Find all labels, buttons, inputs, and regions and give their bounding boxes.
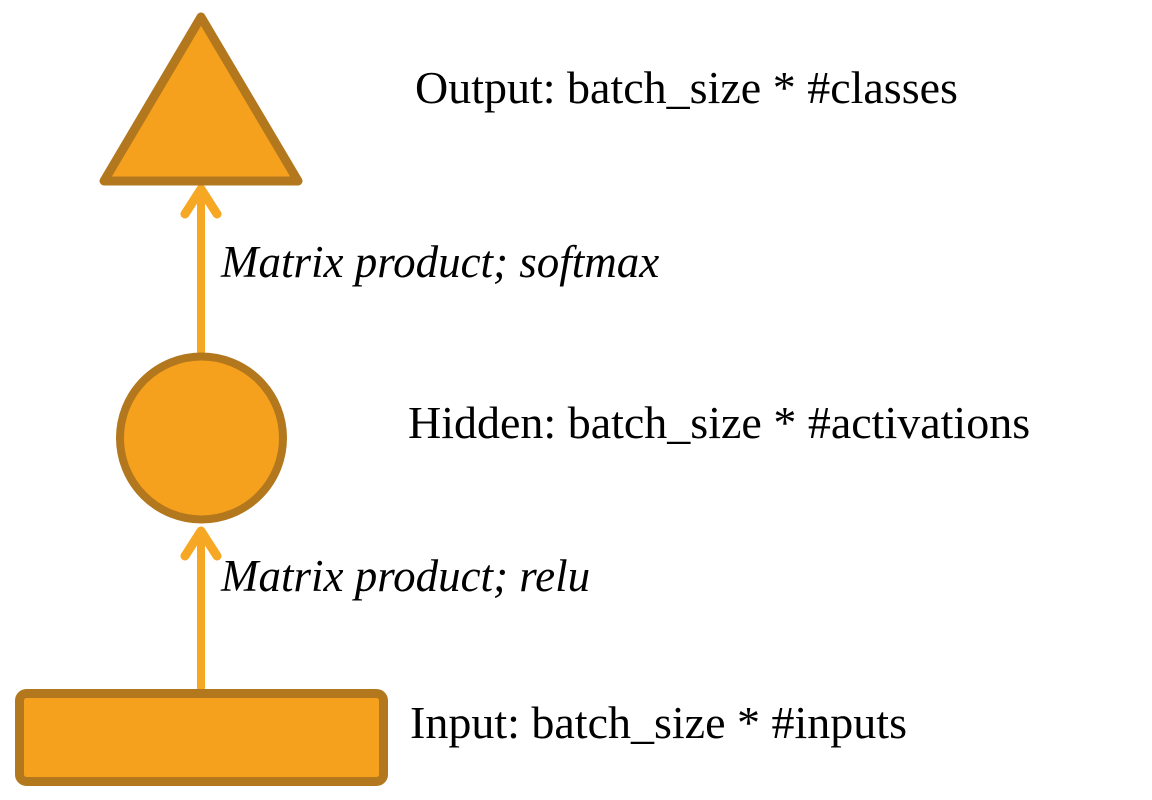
- arrow-head-icon: [180, 526, 222, 561]
- input-node-label: Input: batch_size * #inputs: [410, 697, 907, 748]
- hidden-node-label: Hidden: batch_size * #activations: [408, 397, 1031, 448]
- hidden-node-circle: [116, 352, 287, 524]
- output-node-triangle: [99, 12, 303, 186]
- arrow-head-icon: [180, 184, 222, 219]
- output-node-label: Output: batch_size * #classes: [415, 62, 958, 113]
- edge-label-relu: Matrix product; relu: [221, 551, 591, 601]
- edge-label-softmax: Matrix product; softmax: [221, 237, 660, 287]
- arrow-input-to-hidden: [180, 526, 222, 692]
- input-node-rectangle: [15, 689, 388, 786]
- arrow-hidden-to-output: [180, 184, 222, 356]
